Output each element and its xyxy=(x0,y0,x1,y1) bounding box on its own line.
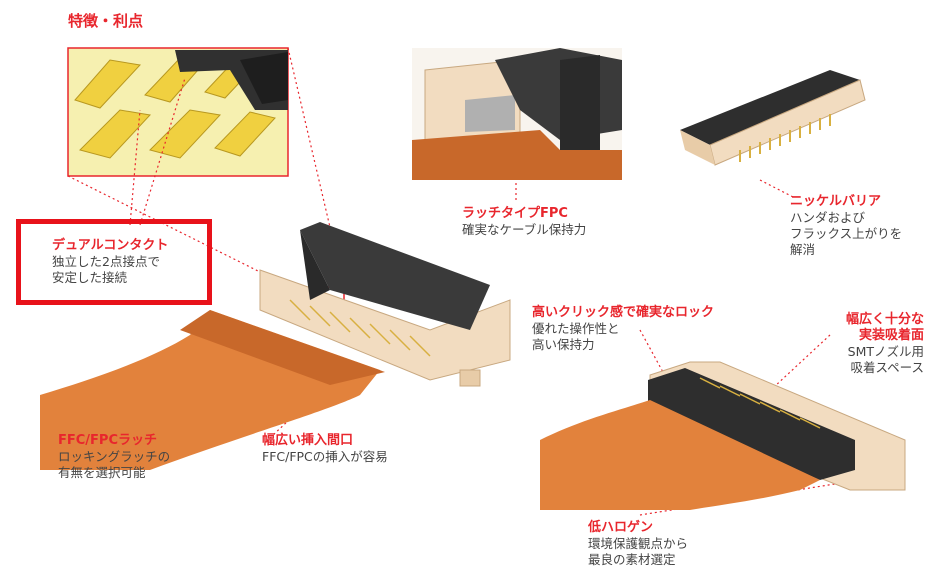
feature-low-halogen: 低ハロゲン 環境保護観点から 最良の素材選定 xyxy=(588,520,688,568)
ffc-cable xyxy=(40,310,385,470)
feature-desc: 環境保護観点から xyxy=(588,536,689,551)
feature-nickel-barrier: ニッケルバリア ハンダおよび フラックス上がりを 解消 xyxy=(790,194,902,258)
feature-title: ニッケルバリア xyxy=(790,194,882,209)
feature-title: デュアルコンタクト xyxy=(52,238,169,253)
feature-desc: 確実なケーブル保持力 xyxy=(462,222,587,237)
section-title: 特徴・利点 xyxy=(68,12,144,30)
feature-desc: 安定した接続 xyxy=(52,270,128,285)
feature-click-lock: 高いクリック感で確実なロック 優れた操作性と 高い保持力 xyxy=(532,305,714,353)
feature-latch-type: ラッチタイプFPC 確実なケーブル保持力 xyxy=(462,206,586,238)
feature-ffc-latch: FFC/FPCラッチ ロッキングラッチの 有無を選択可能 xyxy=(58,433,170,481)
feature-desc: 高い保持力 xyxy=(532,337,595,352)
feature-title: ラッチタイプFPC xyxy=(462,206,568,221)
feature-desc: ハンダおよび xyxy=(790,210,866,225)
feature-desc: 優れた操作性と xyxy=(532,321,620,336)
feature-title-line: 幅広く十分な xyxy=(845,312,924,327)
feature-desc: 吸着スペース xyxy=(850,360,924,375)
highlight-box xyxy=(16,219,212,305)
feature-dual-contact: デュアルコンタクト 独立した2点接点で 安定した接続 xyxy=(52,238,168,286)
feature-desc: 有無を選択可能 xyxy=(58,465,146,480)
closed-connector xyxy=(540,361,906,510)
small-connector xyxy=(680,70,866,166)
feature-title-line: 実装吸着面 xyxy=(858,328,924,343)
feature-title: 高いクリック感で確実なロック xyxy=(532,305,715,320)
feature-desc: 解消 xyxy=(790,242,816,257)
feature-title: FFC/FPCラッチ xyxy=(58,433,157,448)
feature-desc: ロッキングラッチの xyxy=(58,449,171,464)
feature-desc: 最良の素材選定 xyxy=(588,552,676,567)
feature-title: 低ハロゲン xyxy=(588,520,654,535)
feature-title: 幅広い挿入間口 xyxy=(262,433,354,448)
feature-desc: SMTノズル用 xyxy=(847,344,924,359)
feature-desc: 独立した2点接点で xyxy=(52,254,160,269)
contact-zoom-inset xyxy=(67,47,289,177)
feature-desc: フラックス上がりを xyxy=(790,226,903,241)
open-connector xyxy=(259,222,511,387)
feature-pickup-area: 幅広く十分な 実装吸着面 SMTノズル用 吸着スペース xyxy=(828,312,924,376)
latch-closeup xyxy=(412,48,622,180)
feature-wide-entry: 幅広い挿入間口 FFC/FPCの挿入が容易 xyxy=(262,433,388,465)
feature-desc: FFC/FPCの挿入が容易 xyxy=(262,449,388,464)
